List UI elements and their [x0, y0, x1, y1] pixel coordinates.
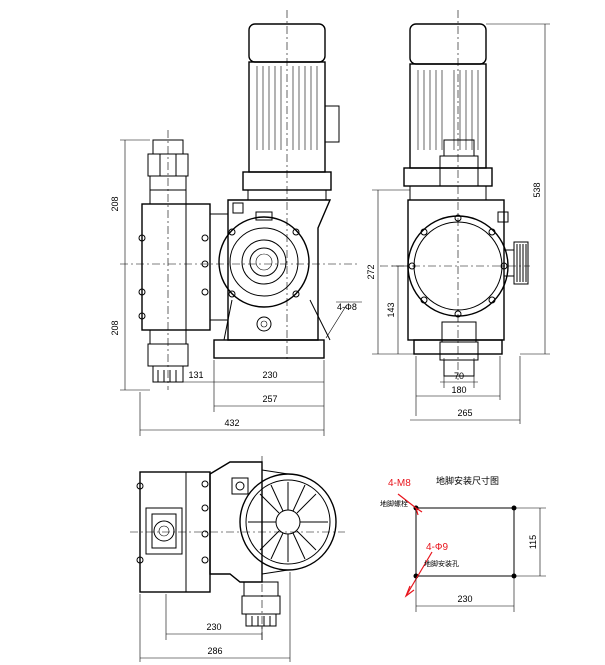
- top-view: 230 286: [130, 456, 345, 662]
- front-view: 208 208 131 230 257 432 4-Ф8: [110, 10, 362, 436]
- foundation-dim-115: 115: [528, 535, 538, 549]
- top-fan-spokes: [248, 482, 328, 562]
- front-base: [213, 339, 325, 359]
- foundation-hole-label: 地脚安装孔: [424, 559, 459, 568]
- side-dim-272: 272: [366, 264, 376, 279]
- side-dim-538: 538: [532, 182, 542, 197]
- top-bottom-valve: [241, 581, 281, 627]
- side-motor-fan-cover: [409, 23, 487, 65]
- foundation-title: 地脚安装尺寸图: [436, 475, 499, 487]
- front-main-flange: [218, 216, 310, 308]
- foundation-hole-spec: 4-Ф9: [426, 542, 448, 553]
- front-dim-257: 257: [262, 394, 277, 404]
- side-stroke-knob: [503, 241, 529, 285]
- foundation-bolt-spec: 4-M8: [388, 478, 411, 489]
- front-head-bolts: [138, 234, 209, 320]
- side-dim-265: 265: [457, 408, 472, 418]
- front-dim-131: 131: [188, 370, 203, 380]
- side-dim-70: 70: [454, 371, 464, 381]
- side-dim-143: 143: [386, 302, 396, 317]
- front-hole-note: 4-Ф8: [337, 302, 357, 312]
- side-motor-body: [409, 63, 487, 169]
- top-head-bolts: [136, 480, 209, 564]
- side-dim-180: 180: [451, 385, 466, 395]
- front-dim-upper-208: 208: [110, 196, 120, 211]
- front-dim-lower-208: 208: [110, 320, 120, 335]
- top-dim-230: 230: [206, 622, 221, 632]
- front-pump-head: [141, 203, 211, 331]
- front-drain-plug: [256, 316, 272, 332]
- foundation-rect: [415, 507, 515, 577]
- front-terminal-box: [324, 105, 340, 143]
- top-port: [153, 520, 175, 542]
- side-bottom-valve: [439, 321, 479, 377]
- foundation-bolt-label: 地脚螺栓: [380, 499, 408, 508]
- side-view: 538 272 143 70 180 265: [366, 10, 550, 424]
- top-dim-286: 286: [207, 646, 222, 656]
- side-motor-fins: [417, 70, 479, 150]
- foundation-dim-230: 230: [457, 594, 472, 604]
- front-dim-230: 230: [262, 370, 277, 380]
- foundation-detail: 地脚安装尺寸图 4-M8 地脚螺栓 4-Ф9 地脚安装孔 115 230: [380, 475, 546, 612]
- front-dim-432: 432: [224, 418, 239, 428]
- front-top-knob: [232, 202, 244, 214]
- side-housing: [407, 199, 505, 341]
- front-motor-fins: [256, 66, 318, 150]
